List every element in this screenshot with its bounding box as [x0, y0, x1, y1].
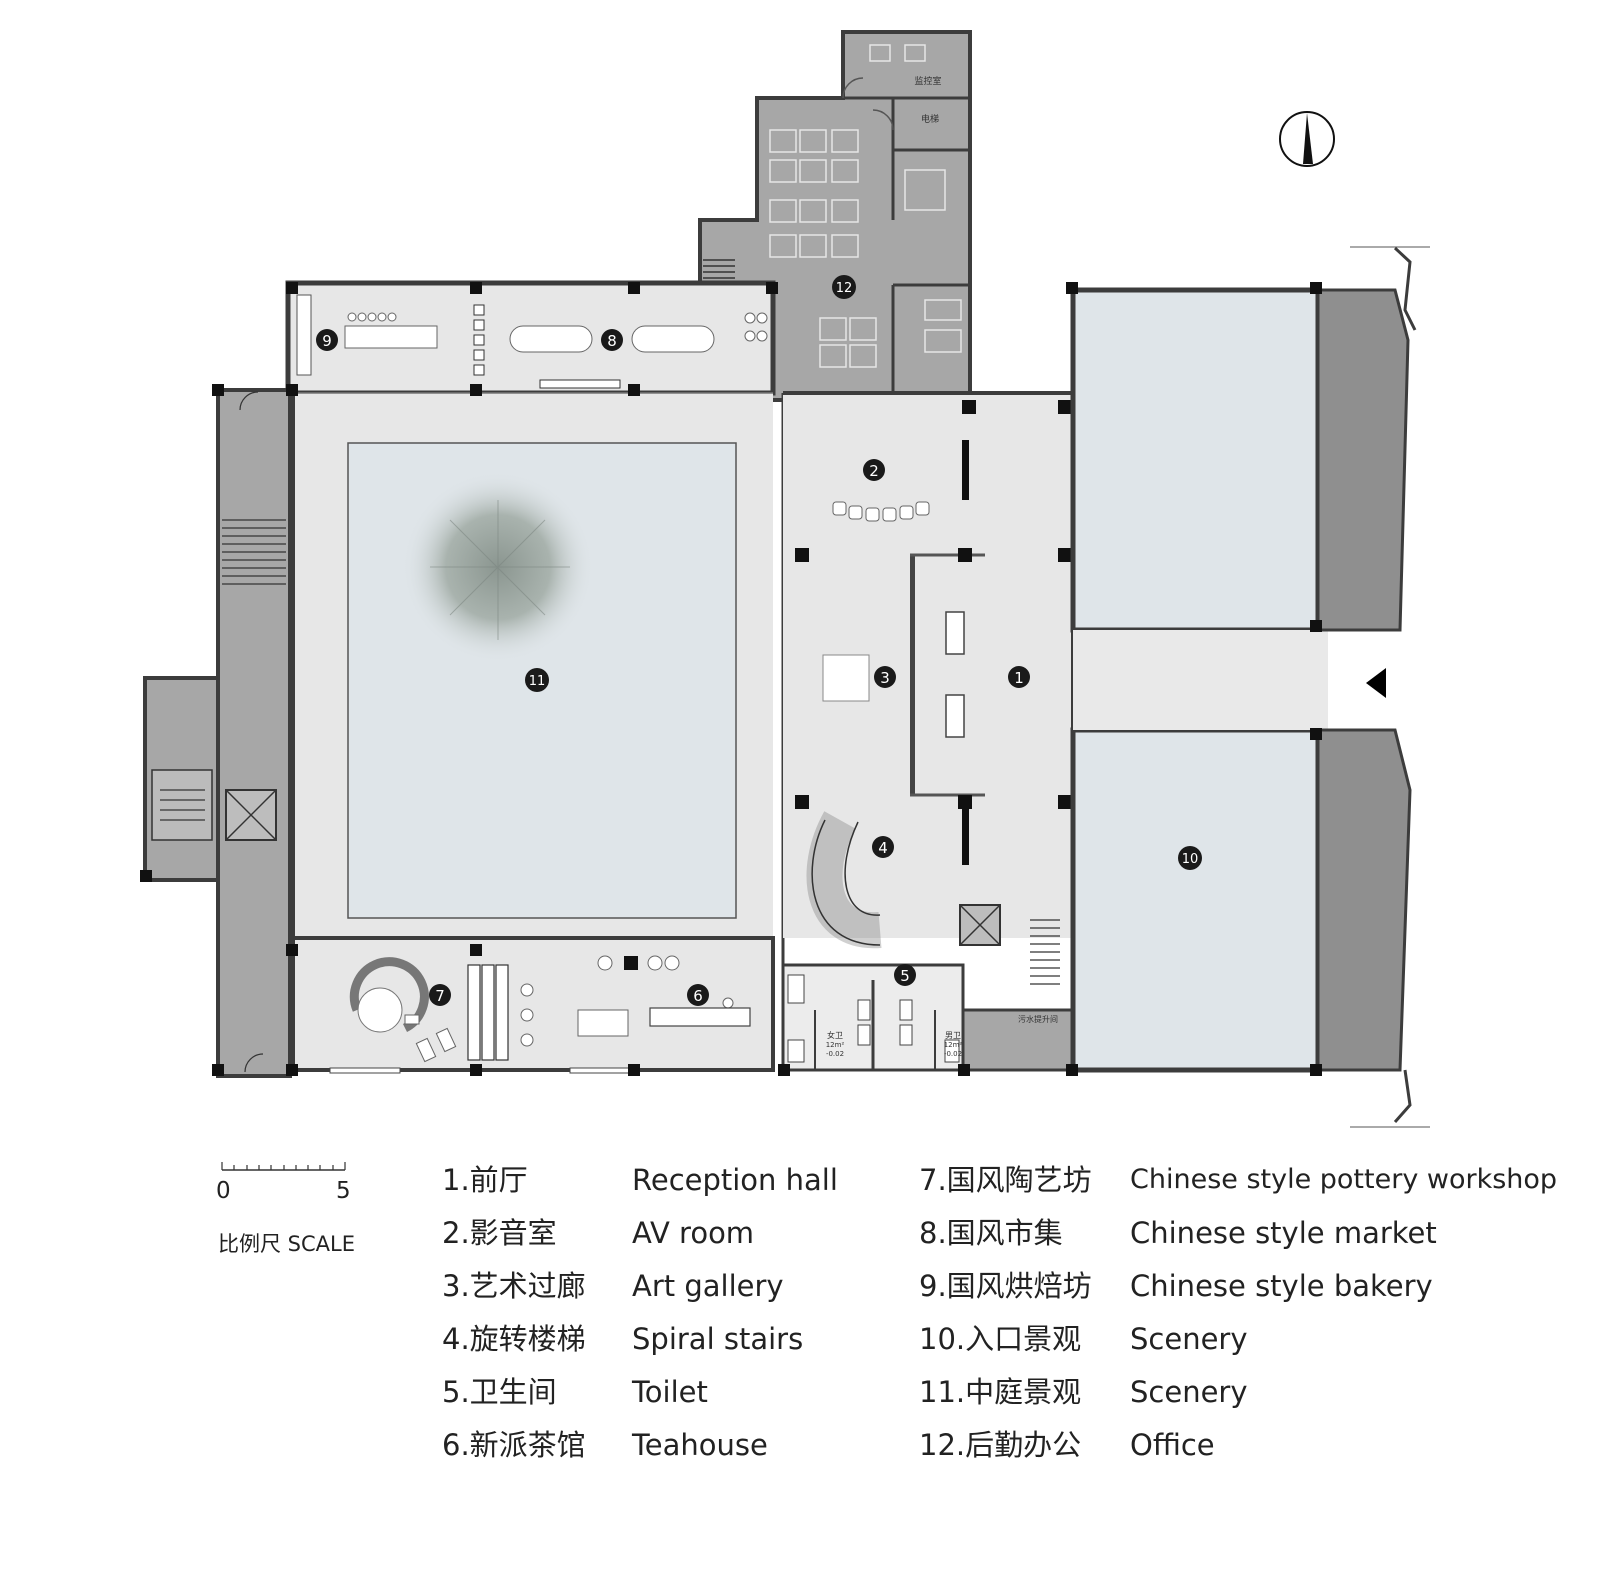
office-wing: 监控室 电梯 [698, 30, 972, 402]
svg-text:6: 6 [693, 987, 703, 1005]
legend-en-2: AV room [632, 1216, 755, 1250]
legend-cn-12: 12.后勤办公 [919, 1428, 1082, 1462]
marker-12: 12 [832, 275, 856, 299]
legend-en-7: Chinese style pottery workshop [1130, 1164, 1558, 1195]
svg-text:11: 11 [529, 674, 546, 689]
legend-cn-8: 8.国风市集 [919, 1216, 1063, 1250]
scale-end: 5 [336, 1178, 351, 1204]
marker-4: 4 [872, 836, 894, 858]
legend-en-4: Spiral stairs [632, 1322, 804, 1356]
market-bakery-room [285, 280, 776, 411]
svg-text:3: 3 [880, 669, 890, 687]
elevator-room-label: 电梯 [921, 113, 939, 125]
west-corridor [143, 388, 292, 1078]
marker-6: 6 [687, 984, 709, 1006]
marker-11: 11 [525, 668, 549, 692]
svg-text:9: 9 [322, 332, 332, 350]
scale-start: 0 [216, 1178, 231, 1204]
scale-bar [221, 1162, 346, 1171]
marker-10: 10 [1178, 846, 1202, 870]
marker-5: 5 [894, 964, 916, 986]
toilet-block: 女卫 12m² -0.02 男卫 12m² -0.02 污水提升间 [781, 963, 1075, 1072]
legend-cn-2: 2.影音室 [442, 1216, 557, 1250]
legend-en-8: Chinese style market [1130, 1216, 1437, 1250]
legend-en-10: Scenery [1130, 1322, 1248, 1356]
female-wc-level: -0.02 [826, 1050, 844, 1058]
marker-1: 1 [1008, 666, 1030, 688]
legend-en-9: Chinese style bakery [1130, 1269, 1433, 1303]
male-wc-area: 12m² [944, 1041, 963, 1049]
marker-3: 3 [874, 666, 896, 688]
marker-8: 8 [601, 329, 623, 351]
legend-cn-10: 10.入口景观 [919, 1322, 1082, 1356]
pottery-teahouse-room [291, 936, 775, 1074]
male-wc-label: 男卫 [945, 1031, 961, 1040]
legend-cn-6: 6.新派茶馆 [442, 1428, 586, 1462]
legend-cn-1: 1.前厅 [442, 1163, 528, 1197]
legend-en-5: Toilet [632, 1375, 708, 1409]
entrance-scenery [1070, 246, 1430, 1128]
legend-cn-4: 4.旋转楼梯 [442, 1322, 586, 1356]
legend-en-3: Art gallery [632, 1269, 784, 1303]
legend-cn-5: 5.卫生间 [442, 1375, 557, 1409]
female-wc-label: 女卫 [827, 1030, 843, 1040]
svg-text:8: 8 [607, 332, 617, 350]
legend-en-6: Teahouse [632, 1428, 768, 1462]
svg-text:12: 12 [836, 281, 853, 296]
legend-cn-3: 3.艺术过廊 [442, 1269, 586, 1303]
marker-7: 7 [429, 984, 451, 1006]
central-zone [783, 391, 1075, 1070]
svg-text:4: 4 [878, 839, 888, 857]
courtyard-hall [291, 392, 785, 1070]
legend-en-1: Reception hall [632, 1163, 838, 1197]
legend-en-12: Office [1130, 1428, 1215, 1462]
legend-cn-9: 9.国风烘焙坊 [919, 1269, 1092, 1303]
north-arrow-icon [1279, 111, 1335, 167]
entrance-arrow-icon [1366, 668, 1386, 698]
structural-columns [140, 282, 1322, 1076]
female-wc-area: 12m² [826, 1041, 845, 1049]
svg-text:2: 2 [869, 462, 879, 480]
marker-2: 2 [863, 459, 885, 481]
monitor-room-label: 监控室 [914, 75, 941, 87]
sewage-room-label: 污水提升间 [1018, 1014, 1058, 1024]
svg-text:10: 10 [1182, 852, 1199, 867]
svg-text:5: 5 [900, 967, 910, 985]
room-markers: 1 2 3 4 5 6 7 8 9 10 11 12 [316, 275, 1202, 1006]
legend-cn-11: 11.中庭景观 [919, 1375, 1082, 1409]
marker-9: 9 [316, 329, 338, 351]
legend-en-11: Scenery [1130, 1375, 1248, 1409]
male-wc-level: -0.02 [944, 1050, 962, 1058]
legend-cn-7: 7.国风陶艺坊 [919, 1163, 1092, 1197]
svg-text:7: 7 [435, 987, 445, 1005]
svg-text:1: 1 [1014, 669, 1024, 687]
scale-label: 比例尺 SCALE [218, 1232, 356, 1256]
